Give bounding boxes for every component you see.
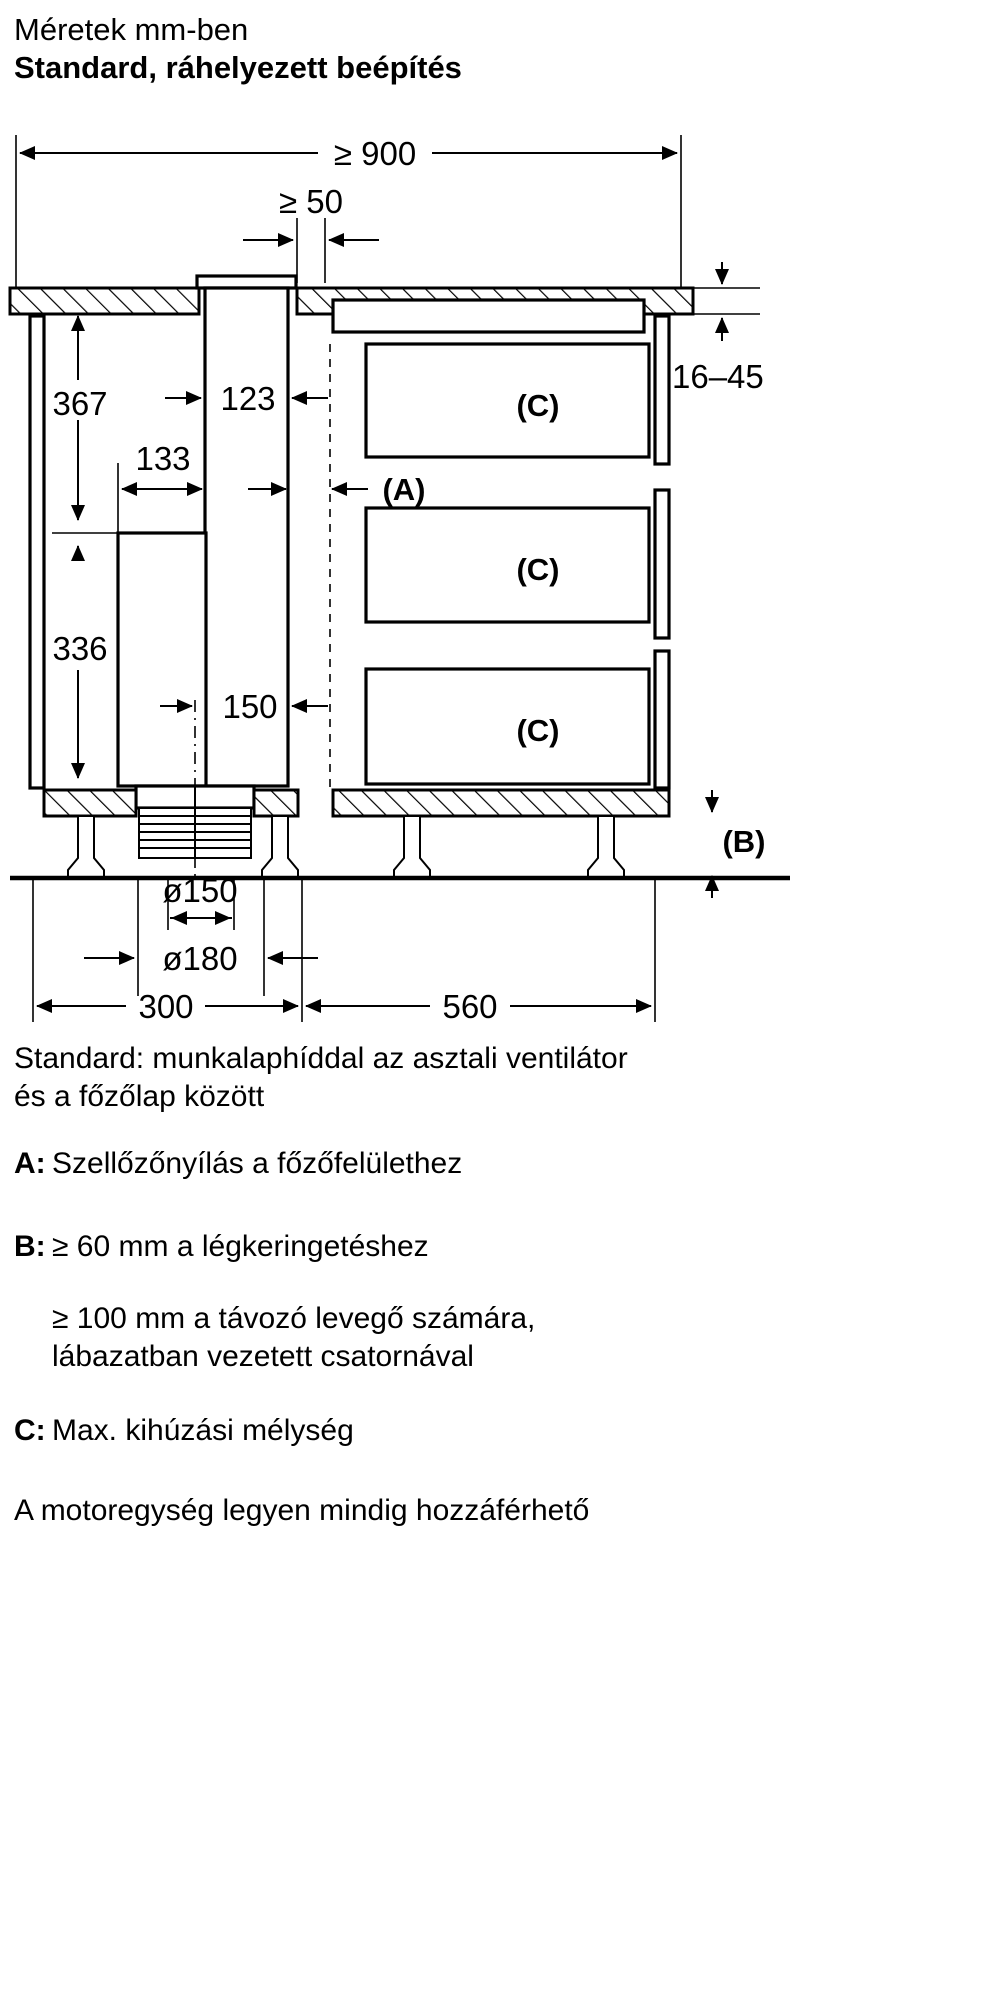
worktop-left xyxy=(8,286,201,316)
legend-item-b: B:≥ 60 mm a légkeringetéshez xyxy=(14,1228,994,1266)
label-c-bottom: (C) xyxy=(516,713,559,748)
dim-gap-top-label: ≥ 50 xyxy=(279,183,343,220)
legend-c-key: C: xyxy=(14,1414,46,1447)
dim-total-width-label: ≥ 900 xyxy=(334,135,416,172)
dim-336: 336 xyxy=(52,545,120,791)
legend-item-b-sub: ≥ 100 mm a távozó levegő számára, lábaza… xyxy=(14,1300,994,1376)
dim-133: 133 xyxy=(117,440,203,540)
cooktop xyxy=(331,298,646,334)
legend-footer: A motoregység legyen mindig hozzáférhető xyxy=(14,1492,994,1530)
page-title: Standard, ráhelyezett beépítés xyxy=(14,50,462,85)
cabinet-side-left xyxy=(28,314,46,790)
legend-item-a: A:Szellőzőnyílás a főzőfelülethez xyxy=(14,1145,994,1183)
legend-item-c: C:Max. kihúzási mélység xyxy=(14,1412,994,1450)
legend-c-text: Max. kihúzási mélység xyxy=(52,1414,354,1447)
label-c-top: (C) xyxy=(516,388,559,423)
label-a: (A) xyxy=(382,472,425,507)
dim-300-560: 300 560 xyxy=(32,878,656,1025)
dim-dia-150: ø150 xyxy=(162,872,238,930)
drawer-bottom: (C) xyxy=(364,667,651,786)
legend-footer-text: A motoregység legyen mindig hozzáférhető xyxy=(14,1494,590,1527)
legend-b-key: B: xyxy=(14,1230,46,1263)
cabinet-side-right xyxy=(653,314,671,790)
label-c-middle: (C) xyxy=(516,552,559,587)
drawer-middle: (C) xyxy=(364,506,651,624)
drawer-top: (C) xyxy=(364,342,651,459)
dim-123: 123 xyxy=(165,380,328,417)
dim-worktop-thickness: 16–45 xyxy=(672,262,764,395)
dim-123-label: 123 xyxy=(220,380,275,417)
dim-dia-180-label: ø180 xyxy=(162,940,237,977)
plinth-slab-right xyxy=(331,788,671,818)
legend-a-text: Szellőzőnyílás a főzőfelülethez xyxy=(52,1147,463,1180)
legend-intro-line2: és a főzőlap között xyxy=(14,1080,265,1113)
plinth-slab-middle xyxy=(252,788,300,818)
dim-gap-top: ≥ 50 xyxy=(243,183,379,283)
legend-b-sub-line1: ≥ 100 mm a távozó levegő számára, xyxy=(52,1302,536,1335)
plinth-slab-left xyxy=(42,788,138,818)
legend-a-key: A: xyxy=(14,1147,46,1180)
legend-intro: Standard: munkalaphíddal az asztali vent… xyxy=(14,1040,994,1116)
legend-b-sub-line2: lábazatban vezetett csatornával xyxy=(52,1340,474,1373)
motor-unit xyxy=(116,531,208,788)
dim-560-label: 560 xyxy=(442,988,497,1025)
dim-300-label: 300 xyxy=(138,988,193,1025)
dim-b-floor-gap: (B) xyxy=(705,790,766,898)
dim-367-label: 367 xyxy=(52,385,107,422)
dim-total-width: ≥ 900 xyxy=(15,135,682,290)
dim-336-label: 336 xyxy=(52,630,107,667)
dim-ventilation-gap-a: (A) xyxy=(248,472,426,507)
dim-dia-180: ø180 xyxy=(84,878,318,996)
dim-150: 150 xyxy=(160,688,328,725)
page-subtitle: Méretek mm-ben xyxy=(14,12,249,47)
dim-133-label: 133 xyxy=(135,440,190,477)
label-b: (B) xyxy=(722,824,765,859)
dim-worktop-thickness-label: 16–45 xyxy=(672,358,764,395)
dim-150-label: 150 xyxy=(222,688,277,725)
legend-intro-line1: Standard: munkalaphíddal az asztali vent… xyxy=(14,1042,628,1075)
legend-b-text: ≥ 60 mm a légkeringetéshez xyxy=(52,1230,429,1263)
dim-dia-150-label: ø150 xyxy=(162,872,237,909)
dim-367: 367 xyxy=(52,315,120,534)
